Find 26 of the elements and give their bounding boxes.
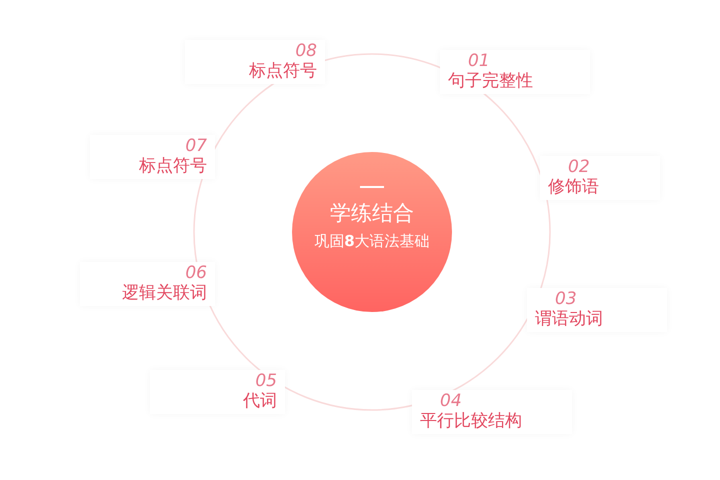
item-number: 06: [184, 264, 207, 282]
item-number: 03: [554, 290, 578, 308]
topic-label: 平行比较结构: [420, 410, 523, 432]
center-subtitle: 巩固8大语法基础: [313, 231, 431, 252]
topic-label: 标点符号: [138, 155, 207, 177]
topic-label: 句子完整性: [448, 70, 534, 92]
topic-label: 修饰语: [548, 176, 600, 198]
topic-card: [440, 50, 590, 94]
topic-label: 代词: [242, 390, 277, 412]
item-number: 05: [254, 372, 277, 390]
item-number: 01: [467, 52, 491, 70]
topic-card: [150, 370, 285, 414]
item-number: 07: [184, 137, 207, 155]
topic-label: 谓语动词: [535, 308, 604, 330]
topic-card: [412, 390, 572, 434]
topic-card: [90, 135, 215, 179]
item-number: 08: [294, 42, 317, 60]
topic-label: 标点符号: [248, 60, 317, 82]
item-number: 02: [567, 158, 591, 176]
topic-card: [527, 288, 667, 332]
topic-card: [540, 156, 660, 200]
topic-card: [80, 262, 215, 306]
topic-card: [185, 40, 325, 84]
item-number: 04: [439, 392, 463, 410]
center-title: 学练结合: [329, 200, 415, 227]
topic-label: 逻辑关联词: [121, 282, 207, 304]
